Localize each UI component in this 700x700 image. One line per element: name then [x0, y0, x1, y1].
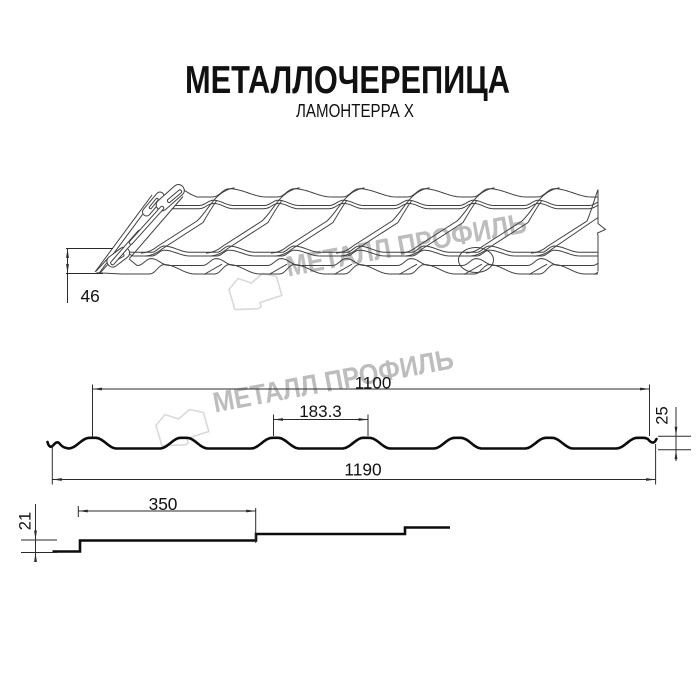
svg-text:350: 350 — [149, 494, 178, 514]
svg-text:183.3: 183.3 — [299, 402, 342, 421]
svg-text:21: 21 — [17, 512, 35, 530]
svg-text:1100: 1100 — [355, 374, 392, 393]
svg-text:1190: 1190 — [344, 460, 381, 480]
svg-text:ЛАМОНТЕРРА X: ЛАМОНТЕРРА X — [296, 101, 414, 121]
svg-text:46: 46 — [81, 286, 100, 306]
svg-text:МЕТАЛЛОЧЕРЕПИЦА: МЕТАЛЛОЧЕРЕПИЦА — [185, 59, 510, 102]
svg-text:25: 25 — [654, 406, 672, 424]
